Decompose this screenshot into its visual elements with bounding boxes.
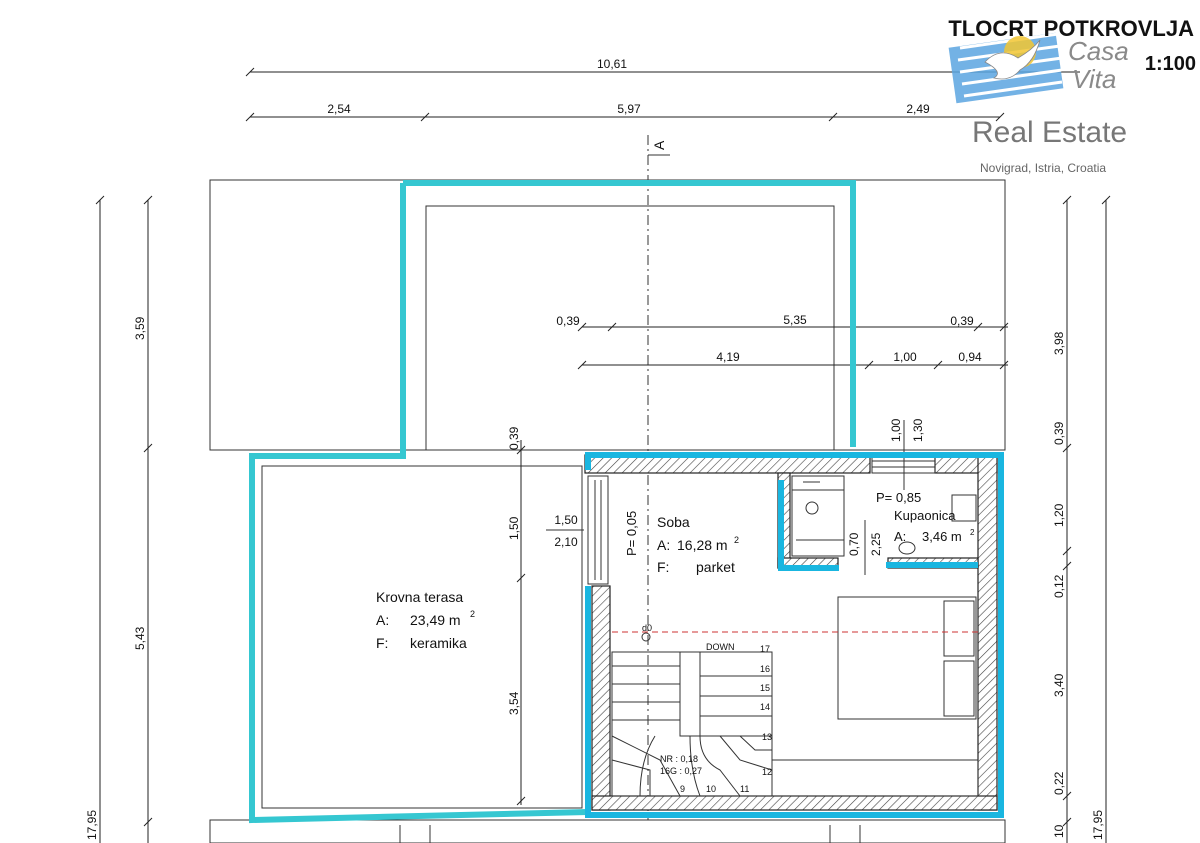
terrace-floor-label: F:: [376, 635, 388, 651]
bed: [837, 596, 977, 720]
soba-floor-label: F:: [657, 559, 669, 575]
window-bath-dim-2: 1,30: [911, 418, 925, 442]
bath-parapet: P= 0,85: [876, 490, 921, 505]
stairs-step-14: 14: [760, 702, 770, 712]
bath-fixtures: [898, 494, 977, 555]
bath-small-dims: 0,70 2,25: [847, 520, 883, 575]
logo-brand: Real Estate: [972, 116, 1127, 149]
dove-sun-icon: [948, 32, 1064, 104]
dim-top-seg-1: 2,54: [327, 102, 351, 116]
stairs-step-15: 15: [760, 683, 770, 693]
window-left-height: 2,10: [554, 535, 578, 549]
terrace-area-label: A:: [376, 612, 389, 628]
stairs-step-9: 9: [680, 784, 685, 794]
dim-inner-r2-1: 4,19: [716, 350, 740, 364]
soba-floor-value: parket: [696, 559, 735, 575]
dim-center-2: 1,50: [507, 516, 521, 540]
soba-area-sup: 2: [734, 535, 739, 545]
dim-right-inner-4: 0,12: [1052, 574, 1066, 598]
center-vertical-dimensions: 0,39 1,50 3,54: [507, 426, 526, 806]
dim-inner-r1-1: 0,39: [556, 314, 580, 328]
stairs-step-11: 11: [740, 784, 749, 794]
stairs-marker: d0: [642, 623, 652, 633]
logo-location: Novigrad, Istria, Croatia: [980, 161, 1106, 175]
dim-right-inner-6: 0,22: [1052, 771, 1066, 795]
dim-inner-r2-3: 0,94: [958, 350, 982, 364]
dim-left-outer: 17,95: [85, 810, 99, 840]
soba-area-label: A:: [657, 537, 670, 553]
building-outline: [209, 179, 1006, 843]
window-left-width: 1,50: [554, 513, 578, 527]
dim-left-inner-1: 3,59: [133, 316, 147, 340]
section-marker-label: A: [651, 140, 667, 150]
dim-inner-r1-2: 5,35: [783, 313, 807, 327]
window-left: 1,50 2,10: [546, 475, 609, 585]
inner-dimensions: 0,39 5,35 0,39 4,19 1,00 0,94: [556, 313, 1009, 370]
terrace-highlight: [249, 180, 856, 824]
logo-script-2: Vita: [1072, 64, 1116, 94]
stairs-step-10: 10: [706, 784, 716, 794]
stairs-down-label: DOWN: [706, 642, 735, 652]
section-line-a: A: [647, 135, 670, 820]
bath-area-value: 3,46 m: [922, 529, 962, 544]
bath-dim-2: 2,25: [869, 532, 883, 556]
stairs-formula-2: 16G : 0,27: [660, 766, 702, 776]
terrace-area-sup: 2: [470, 609, 475, 619]
wardrobe: [771, 759, 979, 797]
terrace-area-value: 23,49 m: [410, 612, 461, 628]
stairs-step-16: 16: [760, 664, 770, 674]
dim-right-inner-7: 10: [1052, 824, 1066, 838]
soba-name: Soba: [657, 514, 690, 530]
room-label-bath: P= 0,85 Kupaonica A: 3,46 m 2: [876, 490, 975, 544]
shower: [791, 475, 845, 557]
window-bath-dim-1: 1,00: [889, 418, 903, 442]
room-label-soba: Soba A: 16,28 m 2 F: parket P= 0,05: [624, 511, 739, 575]
dim-right-inner-1: 3,98: [1052, 331, 1066, 355]
dim-top-total: 10,61: [597, 57, 627, 71]
plan-title-scale: 1:100: [1145, 53, 1196, 75]
dim-right-inner-5: 3,40: [1052, 673, 1066, 697]
soba-parapet: P= 0,05: [624, 511, 639, 556]
terrace-floor-value: keramika: [410, 635, 467, 651]
staircase: d0 DOWN 17 16 15 14 13 12 11 10 9 NR : 0…: [611, 623, 773, 797]
dim-left-inner-2: 5,43: [133, 626, 147, 650]
casa-vita-logo: Casa Vita Real Estate Novigrad, Istria, …: [948, 32, 1129, 175]
dim-right-outer: 17,95: [1091, 810, 1105, 840]
bath-dim-1: 0,70: [847, 532, 861, 556]
room-label-terrace: Krovna terasa A: 23,49 m 2 F: keramika: [376, 589, 475, 651]
dim-center-1: 0,39: [507, 426, 521, 450]
room-highlight: [585, 452, 1004, 818]
left-dimensions: 17,95 3,59 5,43: [85, 195, 153, 843]
stairs-step-13: 13: [762, 732, 772, 742]
top-dimensions: 10,61 2,54 5,97 2,49: [245, 57, 1080, 122]
stairs-step-12: 12: [762, 767, 772, 777]
window-bath-top: 1,00 1,30: [871, 418, 936, 490]
dim-top-seg-3: 2,49: [906, 102, 930, 116]
dim-top-seg-2: 5,97: [617, 102, 641, 116]
bath-name: Kupaonica: [894, 508, 956, 523]
soba-area-value: 16,28 m: [677, 537, 728, 553]
dim-inner-r1-3: 0,39: [950, 314, 974, 328]
dim-inner-r2-2: 1,00: [893, 350, 917, 364]
terrace-name: Krovna terasa: [376, 589, 463, 605]
bath-area-sup: 2: [970, 528, 975, 537]
plan-title: TLOCRT POTKROVLJA 1:100: [948, 16, 1196, 75]
plan-title-main: TLOCRT POTKROVLJA: [948, 16, 1194, 41]
right-dimensions: 3,98 0,39 1,20 0,12 3,40 0,22 10 17,95: [1052, 195, 1111, 843]
stairs-formula-1: NR : 0,18: [660, 754, 698, 764]
logo-script-1: Casa: [1068, 36, 1129, 66]
dim-center-3: 3,54: [507, 691, 521, 715]
bath-area-label: A:: [894, 529, 906, 544]
stairs-step-17: 17: [760, 644, 770, 654]
dim-right-inner-3: 1,20: [1052, 503, 1066, 527]
dim-right-inner-2: 0,39: [1052, 421, 1066, 445]
